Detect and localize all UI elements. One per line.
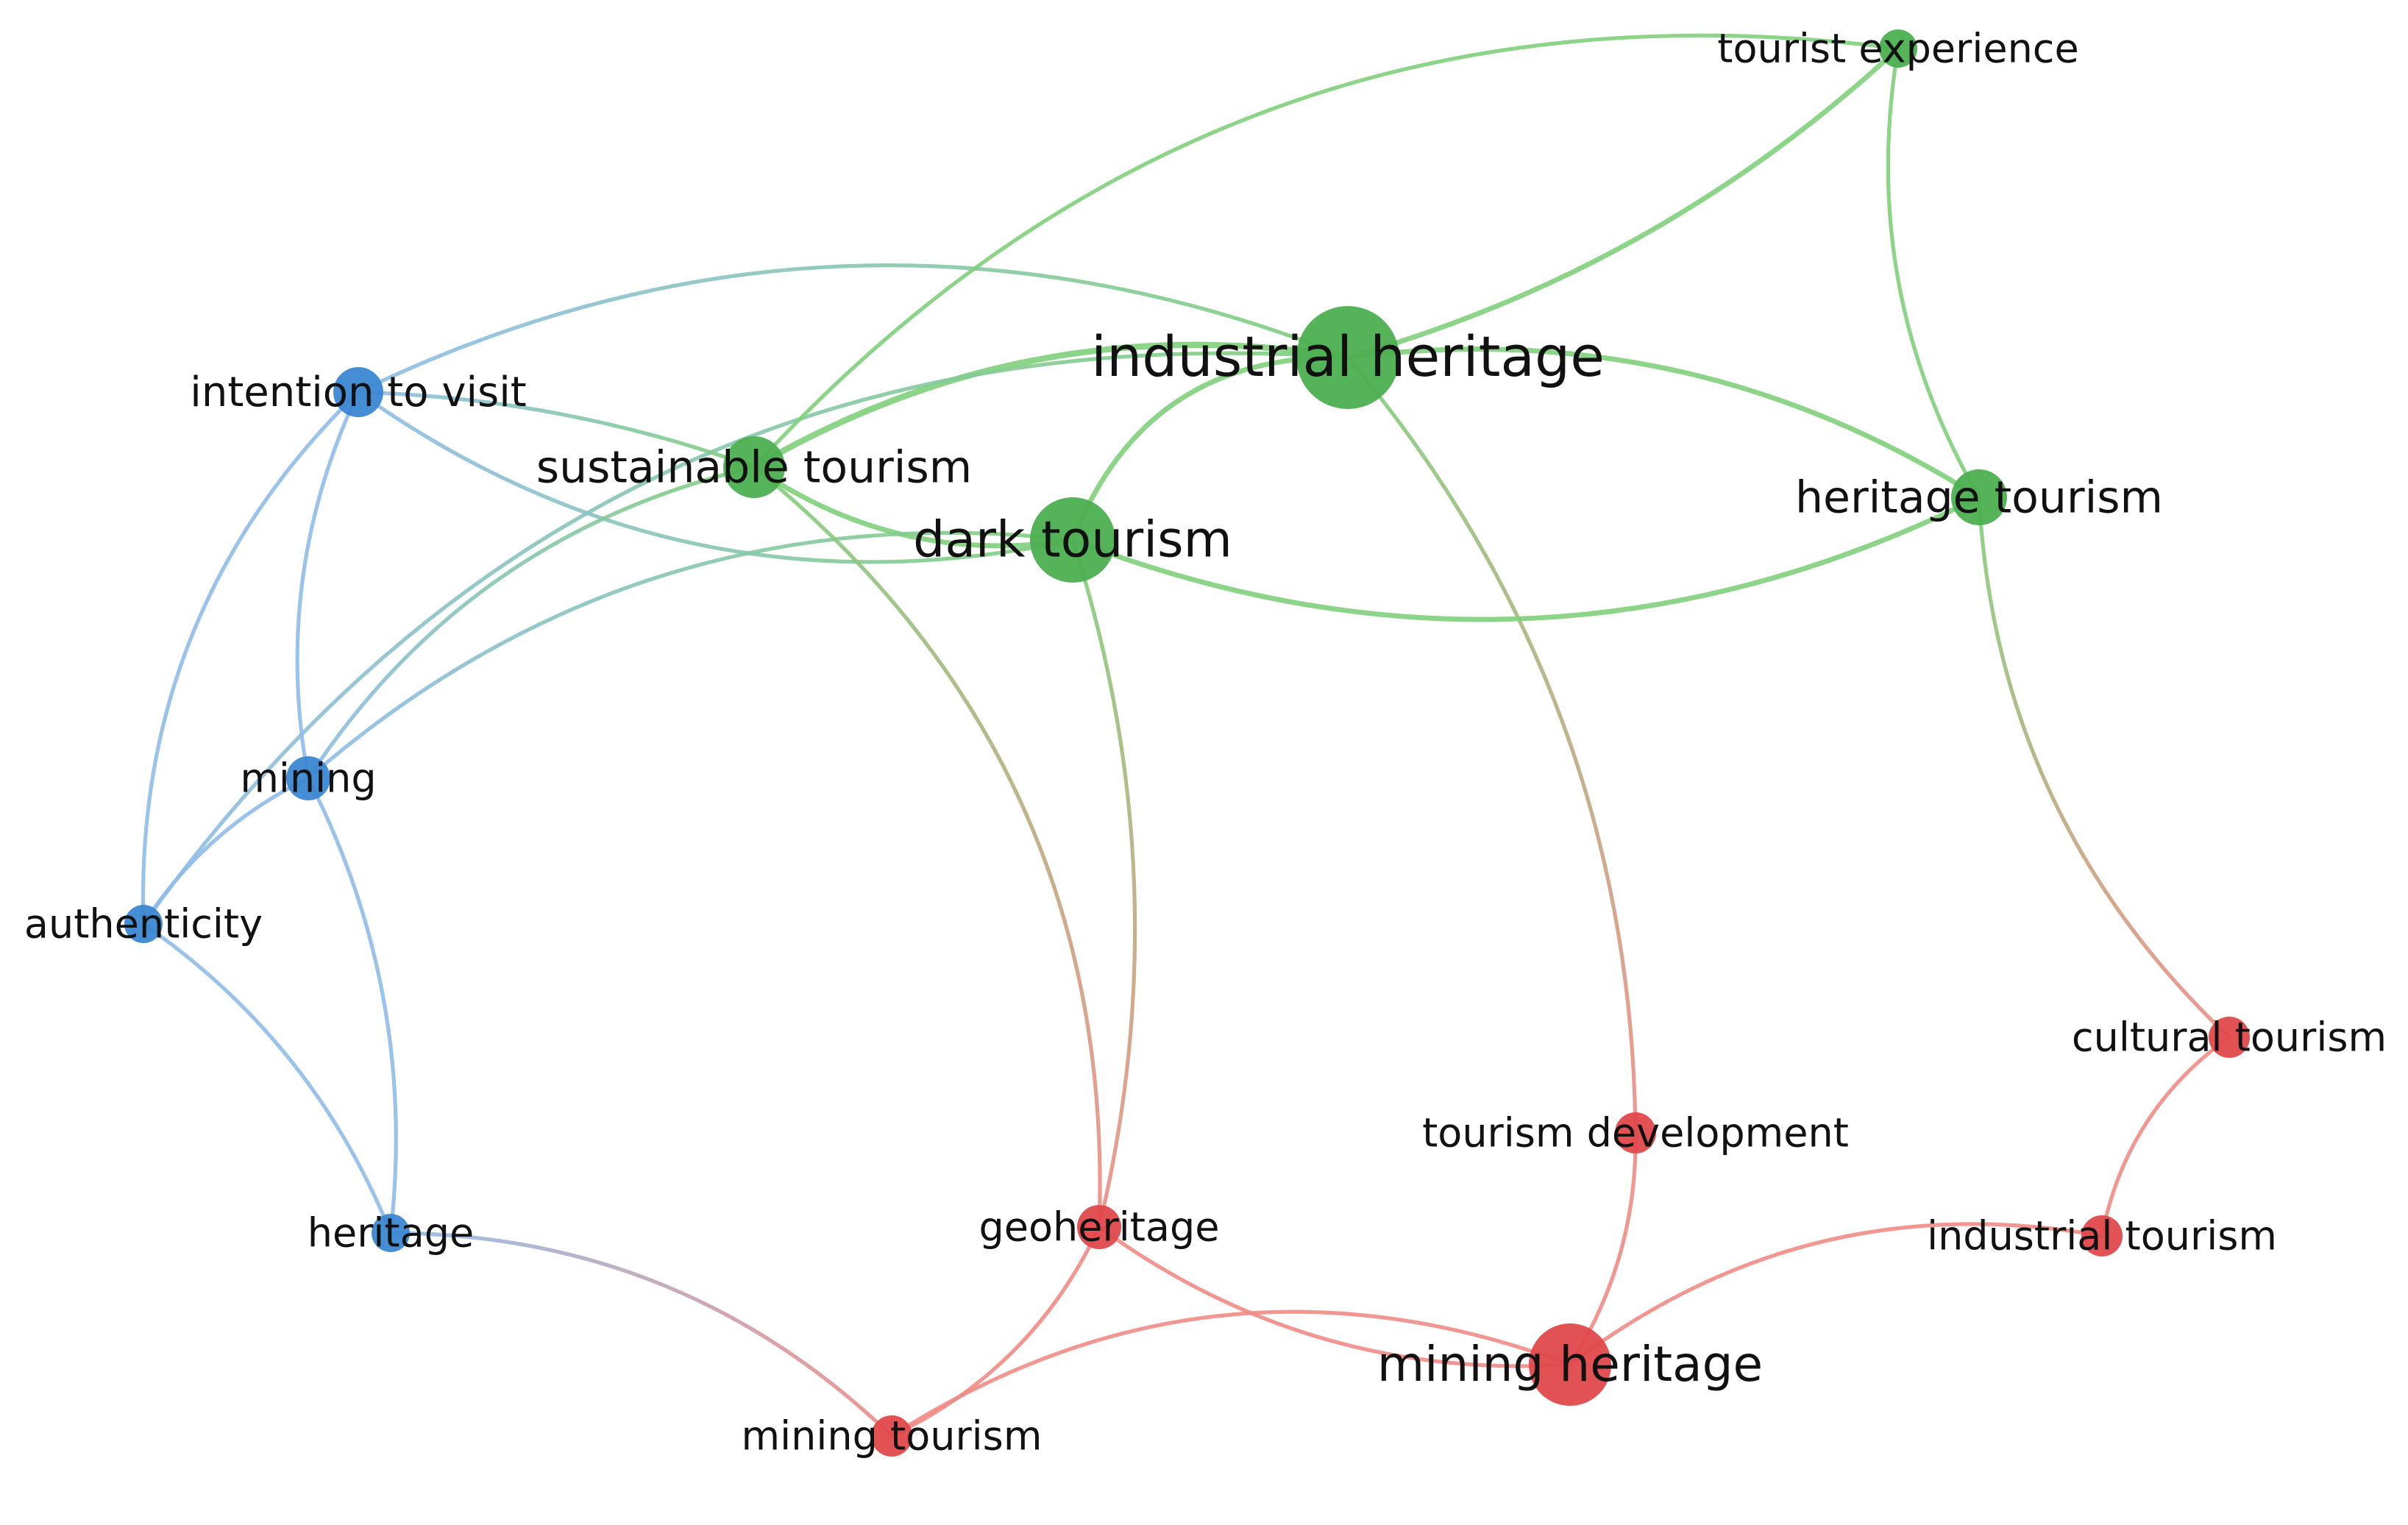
node-heritage[interactable] [372, 1214, 410, 1252]
edge-mining-heritage [306, 776, 398, 1235]
edge-cultural-tourism-heritage-tourism [1977, 495, 2231, 1039]
edge-industrial-heritage-sustainable-tourism [750, 341, 1352, 471]
edge-industrial-heritage-heritage-tourism [1345, 346, 1982, 500]
label-sustainable-tourism: sustainable tourism [536, 442, 972, 494]
edge-dark-tourism-mining [306, 530, 1075, 781]
node-tourist-experience[interactable] [1879, 29, 1917, 68]
label-geoheritage: geoheritage [979, 1204, 1220, 1251]
edge-geoheritage-mining-tourism [889, 1225, 1101, 1438]
edge-intention-to-visit-sustainable-tourism [356, 390, 756, 469]
label-layer: industrial heritage dark tourism sustainab… [24, 26, 2387, 1460]
node-tourism-development[interactable] [1615, 1112, 1656, 1153]
edge-mining-authenticity [141, 776, 310, 926]
edge-dark-tourism-geoheritage [1070, 538, 1137, 1229]
node-industrial-tourism[interactable] [2081, 1215, 2123, 1256]
edge-industrial-heritage-tourist-experience [1345, 46, 1901, 360]
edge-dark-tourism-heritage-tourism [1070, 494, 1982, 622]
edge-industrial-tourism-cultural-tourism [2100, 1035, 2231, 1238]
node-cultural-tourism[interactable] [2209, 1017, 2250, 1058]
node-sustainable-tourism[interactable] [723, 436, 785, 498]
edge-tourist-experience-sustainable-tourism [752, 33, 1900, 469]
label-mining-tourism: mining tourism [742, 1413, 1043, 1460]
node-intention-to-visit[interactable] [333, 367, 383, 417]
edge-heritage-mining-tourism [388, 1231, 894, 1438]
edge-industrial-heritage-intention-to-visit [356, 263, 1350, 394]
edge-sustainable-tourism-mining [306, 465, 756, 781]
label-industrial-heritage: industrial heritage [1091, 324, 1605, 389]
label-mining: mining [240, 756, 376, 802]
edge-industrial-heritage-tourism-development [1346, 355, 1638, 1135]
node-mining-tourism[interactable] [871, 1415, 912, 1457]
label-dark-tourism: dark tourism [913, 511, 1232, 569]
edge-intention-to-visit-mining [295, 390, 361, 781]
edge-industrial-heritage-authenticity [141, 351, 1350, 926]
edge-tourist-experience-heritage-tourism [1886, 46, 1981, 500]
label-intention-to-visit: intention to visit [190, 369, 526, 416]
label-industrial-tourism: industrial tourism [1927, 1213, 2277, 1259]
edge-geoheritage-mining-heritage [1097, 1225, 1572, 1368]
label-tourism-development: tourism development [1422, 1110, 1849, 1156]
edge-dark-tourism-intention-to-visit [356, 390, 1075, 564]
edge-mining-heritage-industrial-tourism [1568, 1222, 2104, 1367]
label-authenticity: authenticity [24, 901, 263, 948]
edge-layer [141, 33, 2231, 1438]
label-heritage-tourism: heritage tourism [1795, 472, 2163, 524]
edge-sustainable-tourism-geoheritage [752, 465, 1102, 1229]
node-authenticity[interactable] [124, 905, 163, 943]
edge-mining-tourism-mining-heritage [889, 1309, 1572, 1438]
edge-industrial-heritage-dark-tourism [1070, 355, 1351, 543]
node-mining-heritage[interactable] [1529, 1323, 1611, 1406]
label-heritage: heritage [308, 1210, 474, 1256]
node-industrial-heritage[interactable] [1296, 306, 1399, 409]
edge-authenticity-heritage [141, 922, 393, 1235]
node-geoheritage[interactable] [1077, 1205, 1121, 1249]
label-tourist-experience: tourist experience [1717, 26, 2078, 72]
label-cultural-tourism: cultural tourism [2072, 1014, 2387, 1061]
node-layer [124, 29, 2250, 1457]
edge-intention-to-visit-authenticity [141, 390, 361, 926]
node-dark-tourism[interactable] [1030, 497, 1115, 583]
node-heritage-tourism[interactable] [1951, 469, 2007, 525]
node-mining[interactable] [286, 756, 330, 800]
label-mining-heritage: mining heritage [1377, 1336, 1763, 1393]
